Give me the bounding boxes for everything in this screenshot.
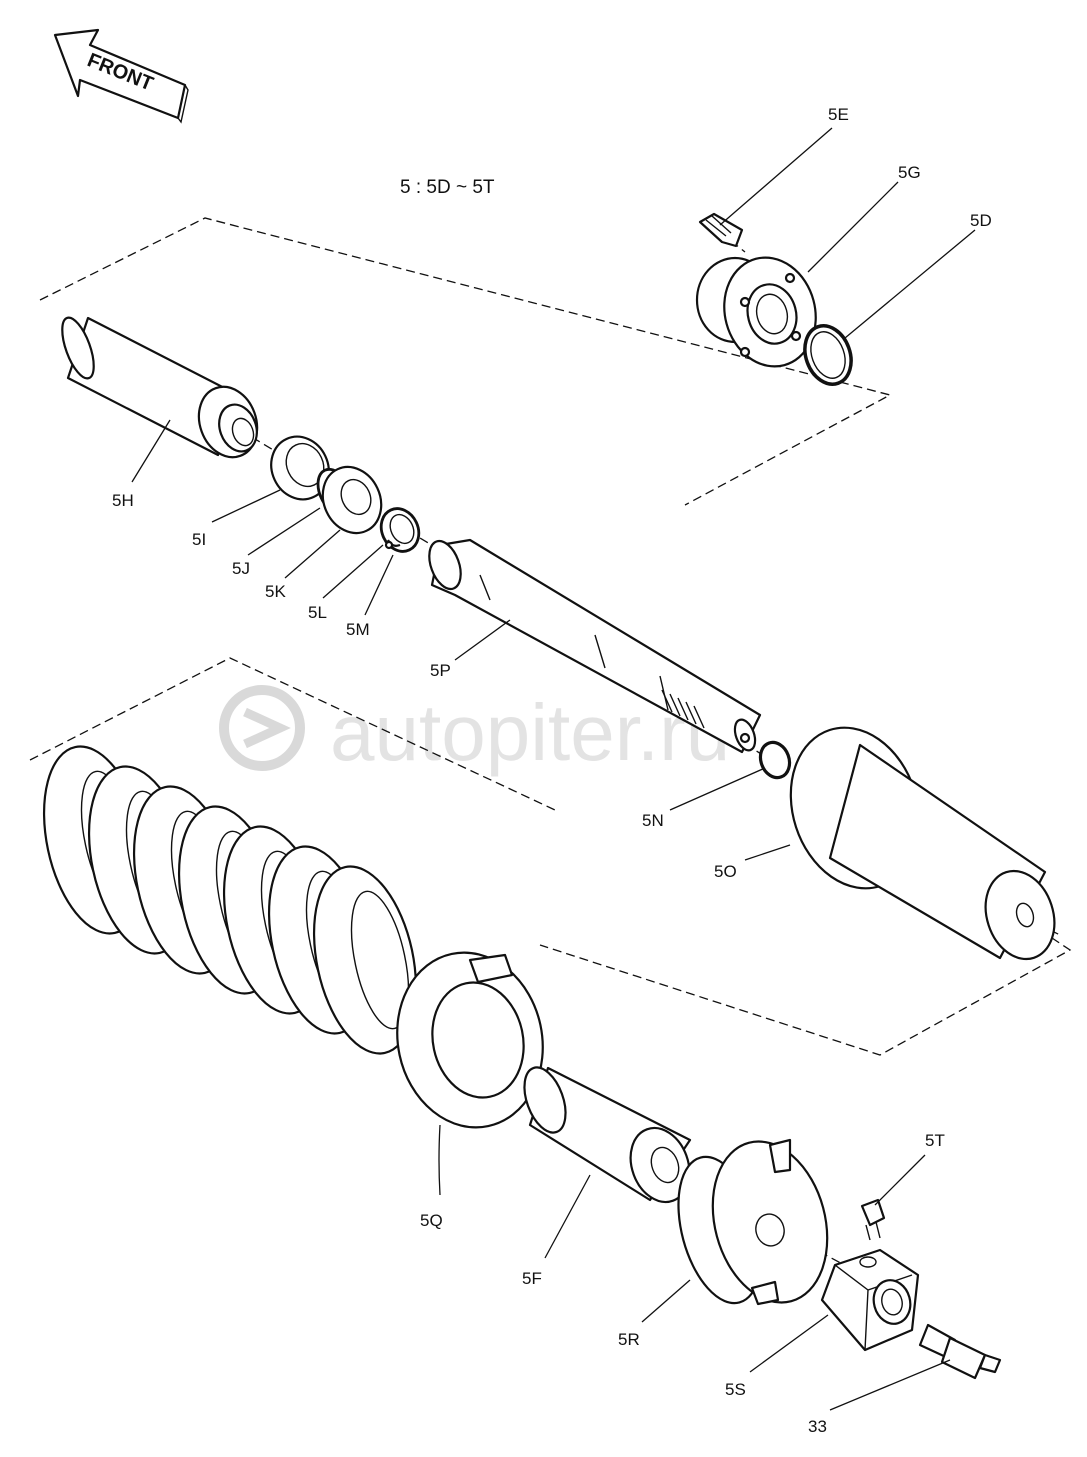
label-5G: 5G [898,163,921,182]
part-5E-bolt [698,212,744,248]
label-5K: 5K [265,582,286,601]
label-5D: 5D [970,211,992,230]
label-5P: 5P [430,661,451,680]
label-5S: 5S [725,1380,746,1399]
part-5R-seat [677,1138,829,1306]
part-5K-washer [321,465,383,535]
part-5Q-spring [42,745,544,1129]
part-5S-hex-block [820,1248,920,1352]
front-arrow-icon: FRONT [53,28,189,124]
part-5N-o-ring [758,740,792,780]
label-33: 33 [808,1417,827,1436]
diagram-title: 5 : 5D ~ 5T [400,177,495,198]
part-33-valve [918,1323,1002,1380]
part-5P-rod [428,538,762,754]
label-5O: 5O [714,862,737,881]
part-5D-snap-ring [803,324,853,386]
label-5R: 5R [618,1330,640,1349]
part-5L-ring [379,507,421,553]
part-5M-snap-ring [384,539,401,550]
label-5F: 5F [522,1269,542,1288]
label-5Q: 5Q [420,1211,443,1230]
label-5J: 5J [232,559,250,578]
part-5H-cylinder [61,316,259,459]
part-5T-fitting [860,1198,886,1241]
label-5T: 5T [925,1131,945,1150]
part-5I-seal [270,435,330,501]
part-5F-spacer [523,1066,692,1204]
label-5L: 5L [308,603,327,622]
part-5G-flange [695,256,817,368]
label-5I: 5I [192,530,206,549]
label-5M: 5M [346,620,370,639]
label-5N: 5N [642,811,664,830]
lower-assembly-outline [29,657,556,811]
label-5H: 5H [112,491,134,510]
part-5O-piston [789,726,1056,961]
label-5E: 5E [828,105,849,124]
upper-assembly-outline [39,217,892,506]
